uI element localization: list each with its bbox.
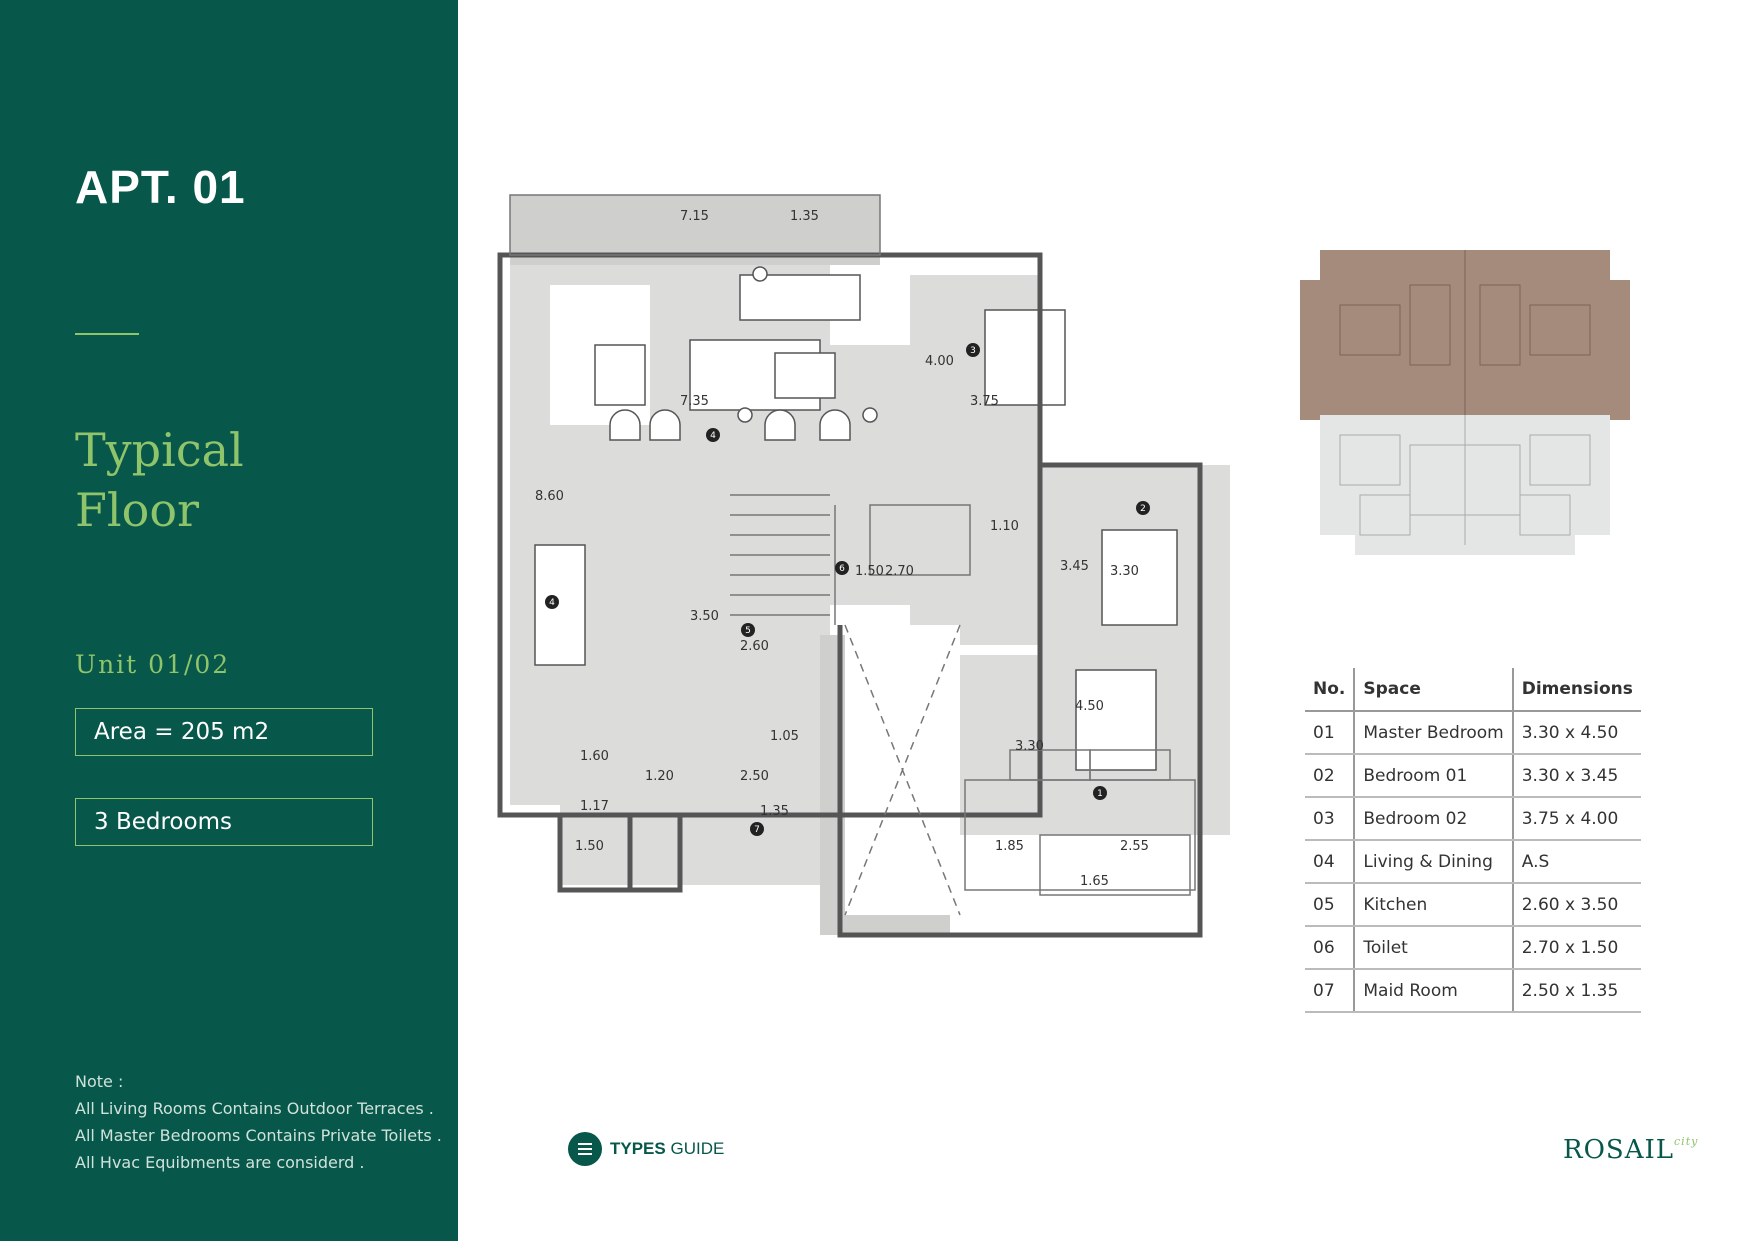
area-box: Area = 205 m2 bbox=[75, 708, 373, 756]
plan-dimension: 2.50 bbox=[740, 769, 769, 784]
types-guide-label: TYPES GUIDE bbox=[610, 1139, 724, 1159]
table-row: 01 Master Bedroom 3.30 x 4.50 bbox=[1305, 711, 1641, 755]
cell-dimensions: 2.50 x 1.35 bbox=[1512, 969, 1641, 1013]
bedrooms-box: 3 Bedrooms bbox=[75, 798, 373, 846]
cell-space: Living & Dining bbox=[1354, 840, 1514, 884]
plan-dimension: 3.75 bbox=[970, 394, 999, 409]
unit-label: Unit 01/02 bbox=[75, 650, 231, 679]
plan-dimension: 1.20 bbox=[645, 769, 674, 784]
note-line: All Hvac Equibments are considerd . bbox=[75, 1153, 365, 1172]
plan-dimension: 1.85 bbox=[995, 839, 1024, 854]
plan-dimension: 8.60 bbox=[535, 489, 564, 504]
note-heading: Note : bbox=[75, 1072, 124, 1091]
header-space: Space bbox=[1354, 668, 1514, 712]
table-row: 06 Toilet 2.70 x 1.50 bbox=[1305, 926, 1641, 970]
header-no: No. bbox=[1305, 668, 1356, 712]
plan-dimension: 1.10 bbox=[990, 519, 1019, 534]
cell-no: 05 bbox=[1305, 883, 1356, 927]
cell-space: Bedroom 01 bbox=[1354, 754, 1514, 798]
menu-icon bbox=[568, 1132, 602, 1166]
cell-no: 02 bbox=[1305, 754, 1356, 798]
room-marker: 6 bbox=[839, 564, 845, 574]
plan-dimension: 1.17 bbox=[580, 799, 609, 814]
cell-space: Kitchen bbox=[1354, 883, 1514, 927]
plan-dimension: 2.60 bbox=[740, 639, 769, 654]
cell-space: Master Bedroom bbox=[1354, 711, 1514, 755]
cell-dimensions: 3.30 x 3.45 bbox=[1512, 754, 1641, 798]
types-guide-bold: TYPES bbox=[610, 1139, 666, 1158]
types-guide-rest: GUIDE bbox=[665, 1139, 725, 1158]
types-guide-link[interactable]: TYPES GUIDE bbox=[568, 1132, 724, 1166]
cell-no: 04 bbox=[1305, 840, 1356, 884]
room-marker: 4 bbox=[549, 598, 555, 608]
floor-title-line1: Typical bbox=[75, 423, 244, 477]
cell-dimensions: 2.60 x 3.50 bbox=[1512, 883, 1641, 927]
cell-no: 03 bbox=[1305, 797, 1356, 841]
spaces-table: No. Space Dimensions 01 Master Bedroom 3… bbox=[1305, 668, 1641, 1013]
plan-dimension: 1.35 bbox=[760, 804, 789, 819]
plan-dimension: 4.00 bbox=[925, 354, 954, 369]
rosail-logo: ROSAILcity bbox=[1563, 1135, 1698, 1165]
table-row: 05 Kitchen 2.60 x 3.50 bbox=[1305, 883, 1641, 927]
plan-dimension: 2.70 bbox=[885, 564, 914, 579]
note-line: All Living Rooms Contains Outdoor Terrac… bbox=[75, 1099, 434, 1118]
header-dimensions: Dimensions bbox=[1512, 668, 1641, 712]
logo-sub: city bbox=[1674, 1135, 1699, 1148]
room-marker: 3 bbox=[970, 346, 976, 356]
cell-dimensions: A.S bbox=[1512, 840, 1641, 884]
plan-dimension: 7.15 bbox=[680, 209, 709, 224]
plan-dimension: 3.50 bbox=[690, 609, 719, 624]
plan-dimension: 1.60 bbox=[580, 749, 609, 764]
room-marker: 4 bbox=[710, 431, 716, 441]
floor-title: Typical Floor bbox=[75, 420, 244, 540]
cell-no: 01 bbox=[1305, 711, 1356, 755]
room-marker: 5 bbox=[745, 626, 751, 636]
plan-dimension: 1.05 bbox=[770, 729, 799, 744]
table-row: 02 Bedroom 01 3.30 x 3.45 bbox=[1305, 754, 1641, 798]
plan-dimension: 3.45 bbox=[1060, 559, 1089, 574]
room-marker: 2 bbox=[1140, 504, 1146, 514]
plan-dimension: 7.35 bbox=[680, 394, 709, 409]
room-marker: 7 bbox=[754, 825, 760, 835]
plan-dimension: 1.65 bbox=[1080, 874, 1109, 889]
plan-dimension: 2.55 bbox=[1120, 839, 1149, 854]
cell-dimensions: 3.75 x 4.00 bbox=[1512, 797, 1641, 841]
plan-dimension: 3.30 bbox=[1015, 739, 1044, 754]
plan-dimension: 3.30 bbox=[1110, 564, 1139, 579]
apartment-title: APT. 01 bbox=[75, 161, 246, 213]
table-header-row: No. Space Dimensions bbox=[1305, 668, 1641, 712]
plan-dimension: 1.50 bbox=[575, 839, 604, 854]
table-row: 07 Maid Room 2.50 x 1.35 bbox=[1305, 969, 1641, 1013]
note: Note : All Living Rooms Contains Outdoor… bbox=[75, 1068, 442, 1176]
plan-dimension: 1.35 bbox=[790, 209, 819, 224]
cell-no: 06 bbox=[1305, 926, 1356, 970]
table-row: 04 Living & Dining A.S bbox=[1305, 840, 1641, 884]
cell-dimensions: 3.30 x 4.50 bbox=[1512, 711, 1641, 755]
sidebar: APT. 01 Typical Floor Unit 01/02 Area = … bbox=[0, 0, 458, 1241]
cell-space: Maid Room bbox=[1354, 969, 1514, 1013]
logo-text: ROSAIL bbox=[1563, 1135, 1675, 1165]
cell-no: 07 bbox=[1305, 969, 1356, 1013]
cell-dimensions: 2.70 x 1.50 bbox=[1512, 926, 1641, 970]
table-row: 03 Bedroom 02 3.75 x 4.00 bbox=[1305, 797, 1641, 841]
plan-dimension: 1.50 bbox=[855, 564, 884, 579]
floor-plan: 7.15 1.35 4.00 3.75 7.35 8.60 1.10 3.45 … bbox=[497, 194, 1230, 938]
title-divider bbox=[75, 333, 139, 335]
cell-space: Toilet bbox=[1354, 926, 1514, 970]
key-plan bbox=[1300, 250, 1630, 555]
cell-space: Bedroom 02 bbox=[1354, 797, 1514, 841]
floor-title-line2: Floor bbox=[75, 483, 200, 537]
plan-dimension: 4.50 bbox=[1075, 699, 1104, 714]
room-marker: 1 bbox=[1097, 789, 1103, 799]
note-line: All Master Bedrooms Contains Private Toi… bbox=[75, 1126, 442, 1145]
